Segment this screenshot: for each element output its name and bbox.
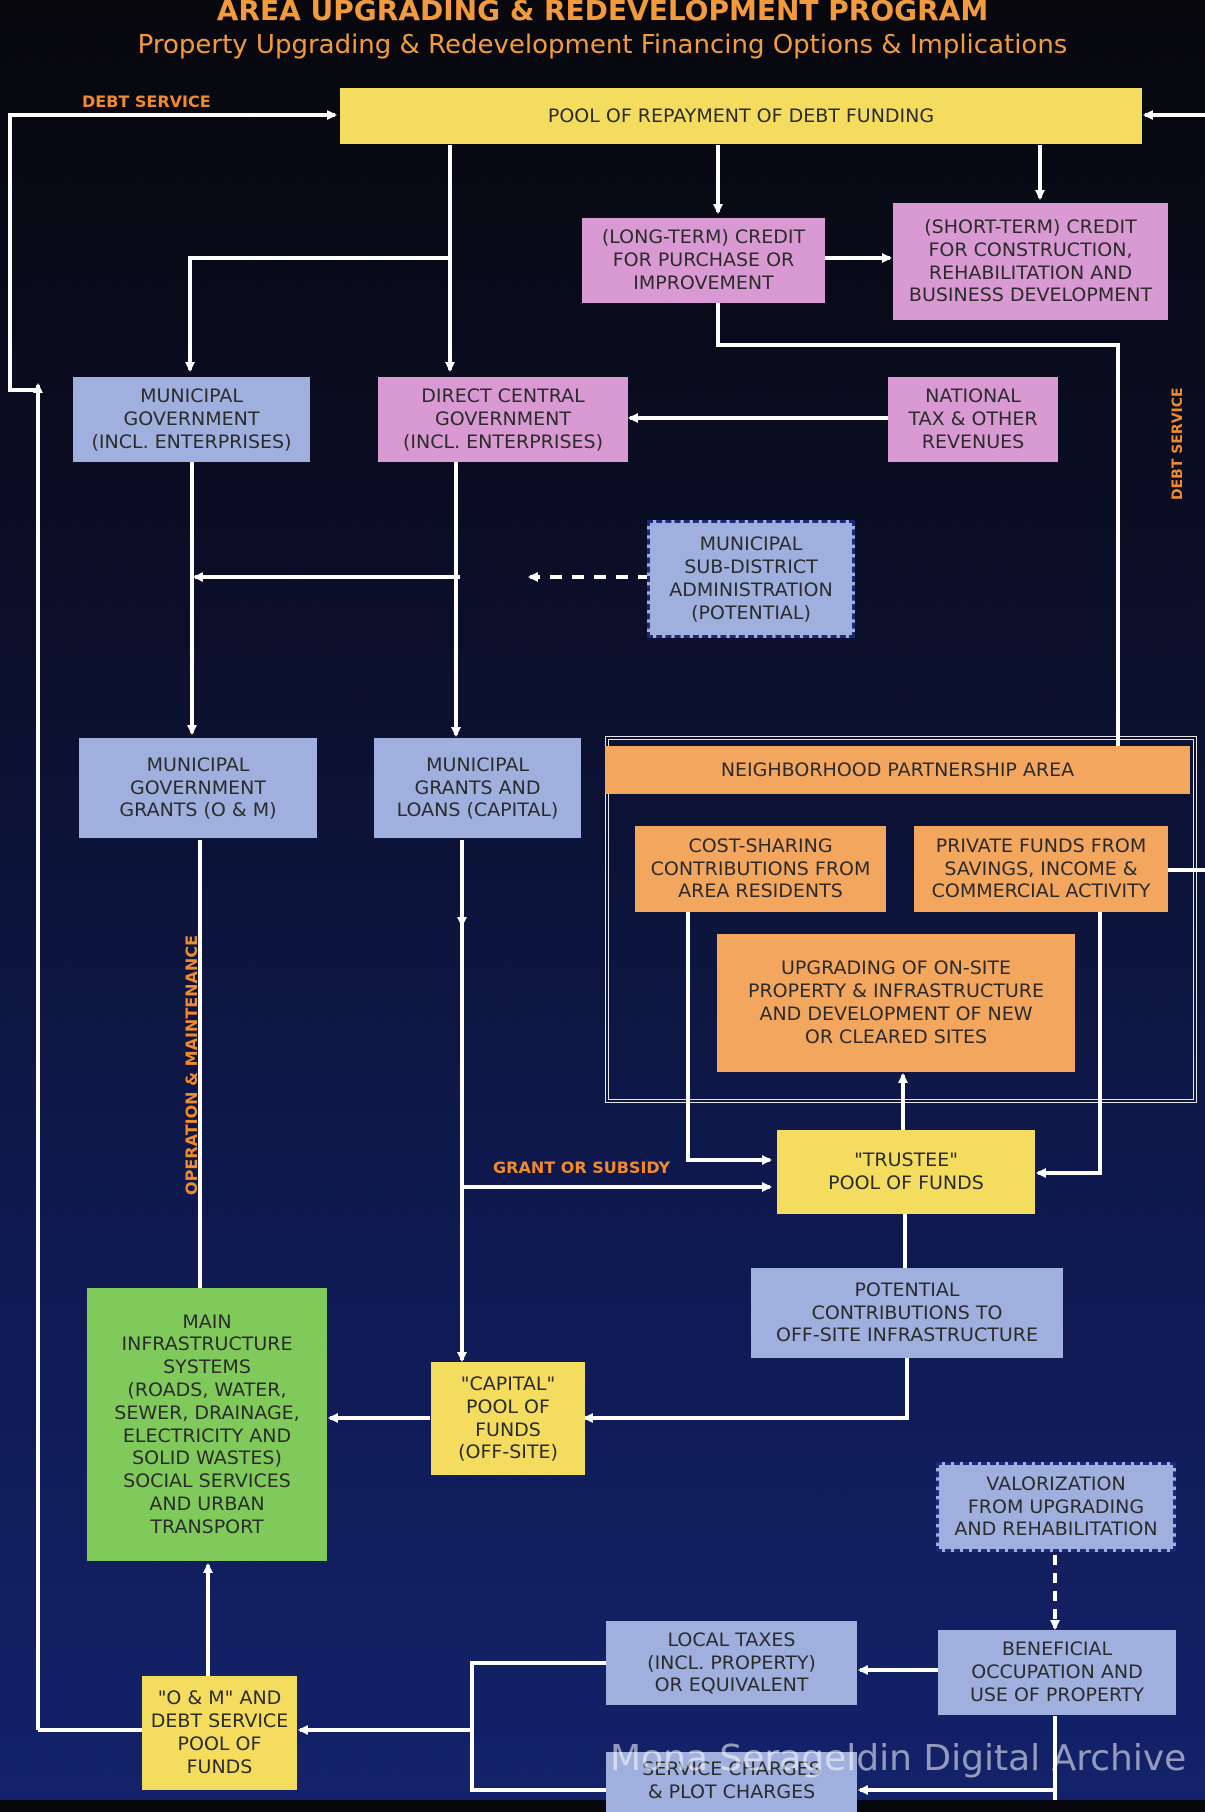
line-potential-to-capital — [583, 1358, 909, 1423]
line-residents-to-trustee — [686, 912, 772, 1165]
label-debt-service-top: DEBT SERVICE — [82, 92, 211, 111]
private-funds-box: PRIVATE FUNDS FROM SAVINGS, INCOME & COM… — [914, 826, 1168, 912]
municipal-grants-loans-box: MUNICIPAL GRANTS AND LOANS (CAPITAL) — [374, 738, 581, 838]
diagram-subtitle: Property Upgrading & Redevelopment Finan… — [137, 30, 1068, 60]
line-private-to-trustee — [1036, 912, 1102, 1178]
beneficial-occupation-box: BENEFICIAL OCCUPATION AND USE OF PROPERT… — [938, 1630, 1176, 1715]
short-term-credit-box: (SHORT-TERM) CREDIT FOR CONSTRUCTION, RE… — [893, 203, 1168, 320]
label-operation-maintenance: OPERATION & MAINTENANCE — [182, 935, 201, 1195]
national-tax-box: NATIONAL TAX & OTHER REVENUES — [888, 377, 1058, 462]
direct-central-government-box: DIRECT CENTRAL GOVERNMENT (INCL. ENTERPR… — [378, 377, 628, 462]
label-grant-subsidy: GRANT OR SUBSIDY — [493, 1158, 671, 1177]
om-debt-pool-box: "O & M" AND DEBT SERVICE POOL OF FUNDS — [142, 1676, 297, 1790]
upgrading-onsite-box: UPGRADING OF ON-SITE PROPERTY & INFRASTR… — [717, 934, 1075, 1072]
capital-pool-box: "CAPITAL" POOL OF FUNDS (OFF-SITE) — [431, 1362, 585, 1475]
pool-repayment-box: POOL OF REPAYMENT OF DEBT FUNDING — [340, 88, 1142, 144]
label-debt-service-right: DEBT SERVICE — [1170, 387, 1186, 500]
valorization-box: VALORIZATION FROM UPGRADING AND REHABILI… — [936, 1462, 1176, 1552]
municipal-grants-om-box: MUNICIPAL GOVERNMENT GRANTS (O & M) — [79, 738, 317, 838]
main-infrastructure-box: MAIN INFRASTRUCTURE SYSTEMS (ROADS, WATE… — [87, 1288, 327, 1561]
potential-contributions-box: POTENTIAL CONTRIBUTIONS TO OFF-SITE INFR… — [751, 1268, 1063, 1358]
long-term-credit-box: (LONG-TERM) CREDIT FOR PURCHASE OR IMPRO… — [582, 218, 825, 303]
line-debt-service-top — [8, 110, 337, 392]
trustee-pool-box: "TRUSTEE" POOL OF FUNDS — [777, 1130, 1035, 1214]
line-credit-to-private — [716, 300, 1123, 794]
sub-district-box: MUNICIPAL SUB-DISTRICT ADMINISTRATION (P… — [647, 520, 855, 638]
line-to-municipal — [185, 256, 450, 372]
municipal-government-box: MUNICIPAL GOVERNMENT (INCL. ENTERPRISES) — [73, 377, 310, 462]
neighborhood-area-header: NEIGHBORHOOD PARTNERSHIP AREA — [605, 746, 1190, 794]
diagram-title: AREA UPGRADING & REDEVELOPMENT PROGRAM — [216, 0, 989, 27]
watermark: Mona Serageldin Digital Archive — [610, 1738, 1187, 1779]
line-service-charges — [470, 1730, 606, 1792]
line-taxes-to-ompool — [298, 1661, 606, 1735]
cost-sharing-box: COST-SHARING CONTRIBUTIONS FROM AREA RES… — [635, 826, 886, 912]
local-taxes-box: LOCAL TAXES (INCL. PROPERTY) OR EQUIVALE… — [606, 1621, 857, 1705]
